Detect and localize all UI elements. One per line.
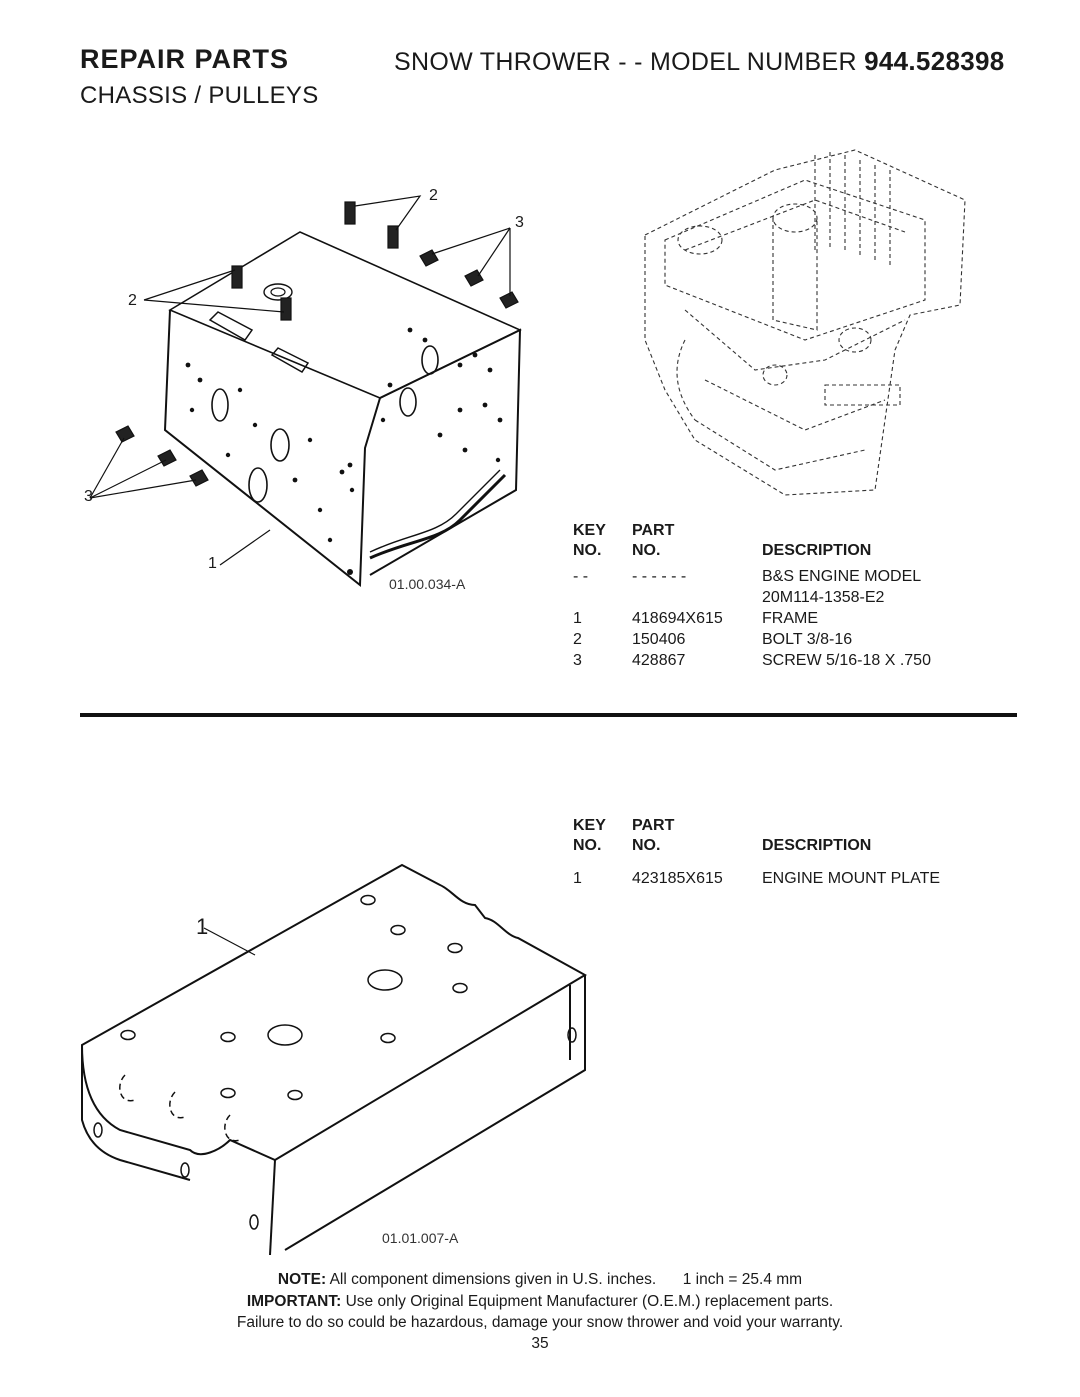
table-row: - - - - - - - - B&S ENGINE MODEL	[573, 566, 1033, 587]
section-divider	[80, 713, 1017, 717]
callout-2-left: 2	[128, 292, 137, 309]
table-header-row-2: NO. NO. DESCRIPTION	[573, 835, 1033, 856]
description: B&S ENGINE MODEL	[762, 568, 922, 585]
table-header-row-2: NO. NO. DESCRIPTION	[573, 540, 1033, 561]
footer-warning: Failure to do so could be hazardous, dam…	[236, 1314, 844, 1331]
model-prefix: SNOW THROWER - - MODEL NUMBER	[394, 48, 857, 76]
table-row: 1 423185X615 ENGINE MOUNT PLATE	[573, 868, 1033, 889]
chassis-frame-diagram	[89, 195, 522, 588]
part-header-no: NO.	[632, 542, 661, 559]
part-no: - - - - - -	[632, 568, 687, 585]
table-row: 1 418694X615 FRAME	[573, 608, 1033, 629]
important-label: IMPORTANT:	[246, 1293, 342, 1310]
footer-note: NOTE: All component dimensions given in …	[0, 1271, 1080, 1289]
section-title: CHASSIS / PULLEYS	[80, 82, 319, 109]
description: ENGINE MOUNT PLATE	[762, 870, 941, 887]
part-no: 428867	[632, 652, 686, 669]
part-no: 418694X615	[632, 610, 723, 627]
mount-plate-parts-table: KEY PART NO. NO. DESCRIPTION 1 423185X61…	[573, 815, 1033, 895]
description-cont: 20M114-1358-E2	[762, 589, 885, 606]
key-header-no: NO.	[573, 542, 602, 559]
description-header: DESCRIPTION	[762, 837, 872, 854]
callout-1-plate: 1	[196, 914, 209, 939]
callout-3-top: 3	[515, 214, 524, 231]
key-header: KEY	[573, 522, 606, 539]
chassis-parts-table: KEY PART NO. NO. DESCRIPTION - - - - - -…	[573, 520, 1033, 680]
engine-mount-plate-diagram	[80, 863, 588, 1256]
repair-parts-heading: REPAIR PARTS	[80, 44, 290, 74]
key-no: 3	[573, 652, 582, 669]
part-header-no: NO.	[632, 837, 661, 854]
table-row: 2 150406 BOLT 3/8-16	[573, 629, 1033, 650]
callout-1-frame: 1	[208, 555, 217, 572]
callout-3-left: 3	[84, 488, 93, 505]
description: BOLT 3/8-16	[762, 631, 853, 648]
drawing-code-plate: 01.01.007-A	[382, 1230, 459, 1246]
note-label: NOTE:	[277, 1271, 327, 1288]
important-text: Use only Original Equipment Manufacturer…	[345, 1293, 834, 1310]
part-no: 150406	[632, 631, 686, 648]
table-header-row-1: KEY PART	[573, 815, 1033, 836]
key-header-no: NO.	[573, 837, 602, 854]
description: SCREW 5/16-18 X .750	[762, 652, 931, 669]
table-row: 20M114-1358-E2	[573, 587, 1033, 608]
key-no: 2	[573, 631, 582, 648]
conversion-text: 1 inch = 25.4 mm	[682, 1271, 803, 1288]
footer-important: IMPORTANT: Use only Original Equipment M…	[0, 1293, 1080, 1311]
callout-2-top: 2	[429, 187, 438, 204]
page-number: 35	[531, 1335, 549, 1352]
engine-diagram	[644, 149, 966, 496]
part-header: PART	[632, 817, 675, 834]
key-no: 1	[573, 610, 582, 627]
model-number: 944.528398	[864, 46, 1005, 76]
key-header: KEY	[573, 817, 606, 834]
part-no: 423185X615	[632, 870, 723, 887]
part-header: PART	[632, 522, 675, 539]
table-header-row-1: KEY PART	[573, 520, 1033, 541]
key-no: - -	[573, 568, 589, 585]
description: FRAME	[762, 610, 818, 627]
drawing-code-chassis: 01.00.034-A	[389, 576, 466, 592]
description-header: DESCRIPTION	[762, 542, 872, 559]
note-text: All component dimensions given in U.S. i…	[329, 1271, 657, 1288]
model-heading: SNOW THROWER - - MODEL NUMBER 944.528398	[394, 46, 1005, 77]
table-row: 3 428867 SCREW 5/16-18 X .750	[573, 650, 1033, 671]
key-no: 1	[573, 870, 582, 887]
